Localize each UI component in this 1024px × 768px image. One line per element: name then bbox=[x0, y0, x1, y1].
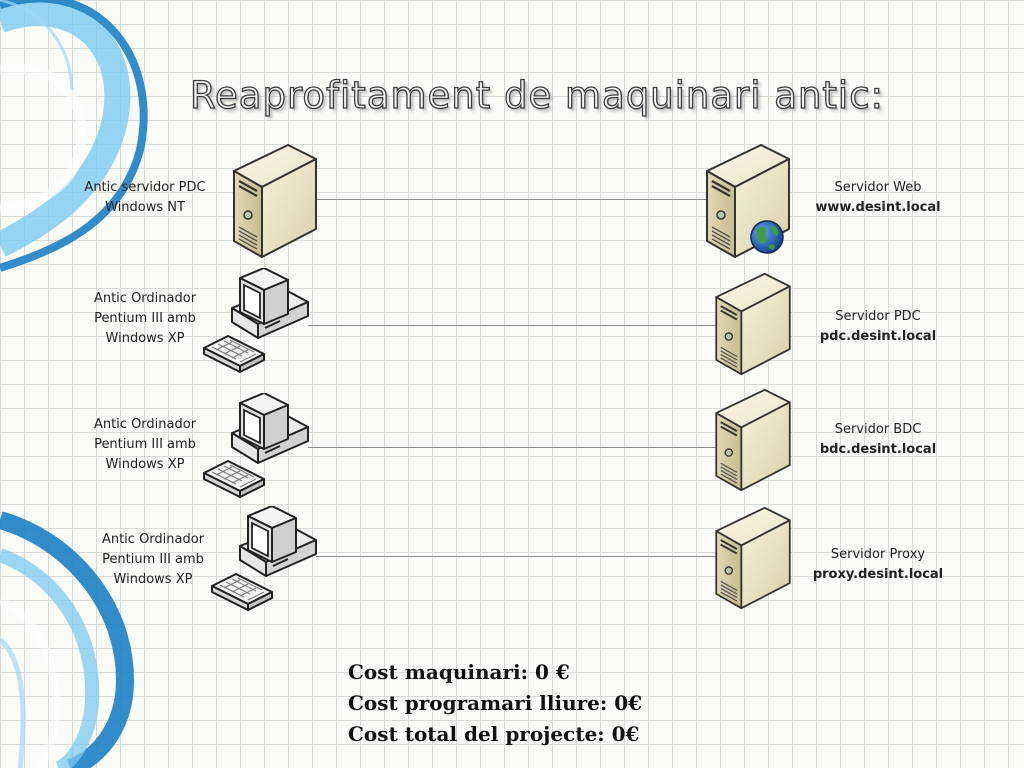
total-cost: Cost total del projecte: 0€ bbox=[348, 722, 640, 746]
server-icon bbox=[712, 506, 794, 610]
web-server-icon bbox=[705, 143, 791, 259]
software-cost: Cost programari lliure: 0€ bbox=[348, 691, 643, 715]
server-icon bbox=[712, 272, 794, 376]
connection-line bbox=[308, 325, 720, 326]
connection-line bbox=[316, 556, 720, 557]
hardware-cost: Cost maquinari: 0 € bbox=[348, 660, 570, 684]
connection-line bbox=[308, 447, 720, 448]
slide-title: Reaprofitament de maquinari antic: bbox=[189, 73, 885, 117]
connection-line bbox=[315, 199, 710, 200]
server-icon bbox=[232, 143, 318, 259]
globe-icon bbox=[750, 220, 784, 254]
server-icon bbox=[712, 388, 794, 492]
cost-summary: Cost maquinari: 0 € Cost programari lliu… bbox=[348, 657, 642, 750]
